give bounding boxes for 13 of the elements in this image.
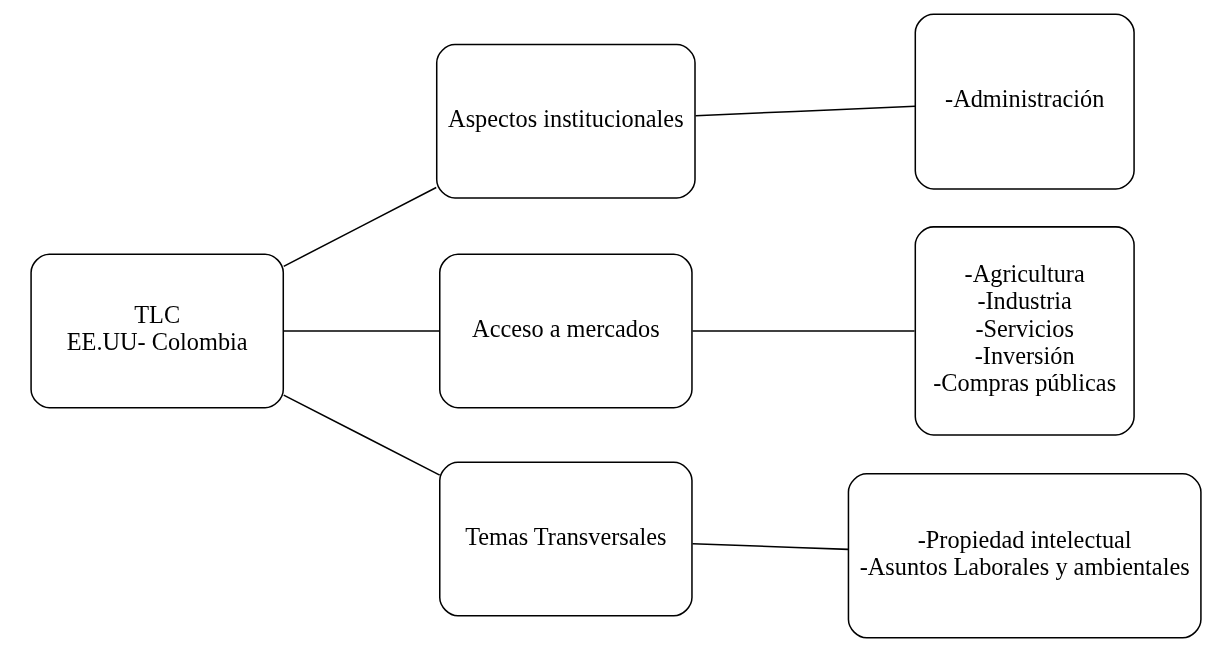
node-box: Acceso a mercados (438, 253, 693, 409)
node-box: -Propiedad intelectual -Asuntos Laborales y ambientales (847, 473, 1202, 639)
node-box: TLC EE.UU- Colombia (29, 253, 284, 409)
connector (282, 186, 437, 268)
connector (282, 394, 440, 476)
connector (691, 330, 915, 332)
node-box: -Administración (914, 13, 1135, 190)
node-box: Aspectos institucionales (435, 43, 696, 199)
connector (694, 105, 916, 117)
connector (691, 542, 849, 551)
connector (282, 330, 440, 332)
node-box: Temas Transversales (438, 461, 693, 617)
node-box: -Agricultura -Industria -Servicios -Inversión -Compras públicas (914, 226, 1135, 436)
